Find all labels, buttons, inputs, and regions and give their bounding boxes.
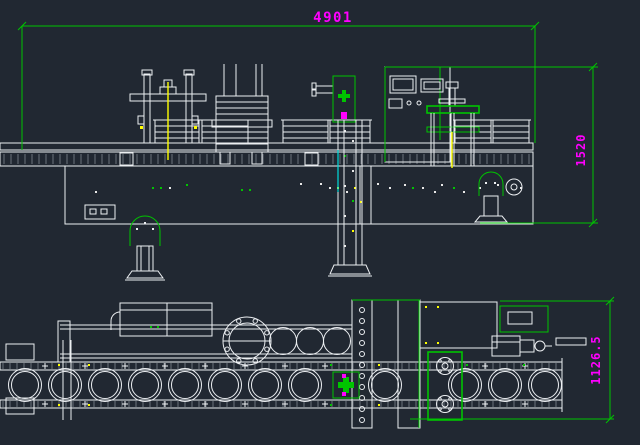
pick-head [311, 75, 356, 123]
upper-frame [110, 302, 213, 337]
carriage [332, 371, 360, 399]
conveyor-side [0, 142, 534, 167]
hmi-screen [389, 75, 417, 94]
left-leg [125, 215, 165, 281]
right-leg [473, 171, 509, 223]
knob-icon [406, 100, 412, 106]
hand-wheel-icon [505, 178, 523, 196]
upper-lane [57, 320, 352, 363]
conveyor-bracket [119, 152, 134, 166]
dimension-machine-height[interactable]: 1520 [385, 62, 598, 228]
container-row [8, 368, 562, 402]
dim-text-overall-length[interactable]: 4901 [313, 10, 353, 26]
knob-icon [416, 100, 422, 106]
drive-motor [491, 335, 521, 357]
lift-mast [332, 299, 421, 429]
dimension-overall-length[interactable]: 4901 [17, 10, 540, 150]
dim-text-machine-height[interactable]: 1520 [574, 134, 588, 167]
main-conveyor-lane [0, 340, 563, 420]
motor-dome [129, 215, 161, 246]
discharge-housing [419, 301, 587, 357]
dim-text-conveyor-width[interactable]: 1126.5 [589, 335, 603, 384]
display-panel [420, 78, 444, 93]
control-cabinet [384, 66, 451, 163]
press-station [129, 69, 207, 160]
motor-dome [478, 171, 504, 196]
carton-magazine [211, 64, 273, 165]
side-elevation-view [0, 64, 534, 281]
machine-frame [64, 130, 534, 247]
plan-view [0, 299, 587, 429]
rotary-flange [222, 316, 272, 366]
transfer-plate [427, 351, 463, 421]
mast-column [328, 119, 372, 277]
capping-station [426, 81, 480, 168]
conveyor-bracket [304, 152, 319, 166]
dimension-conveyor-width[interactable]: 1126.5 [410, 296, 615, 424]
name-plate [84, 204, 116, 220]
